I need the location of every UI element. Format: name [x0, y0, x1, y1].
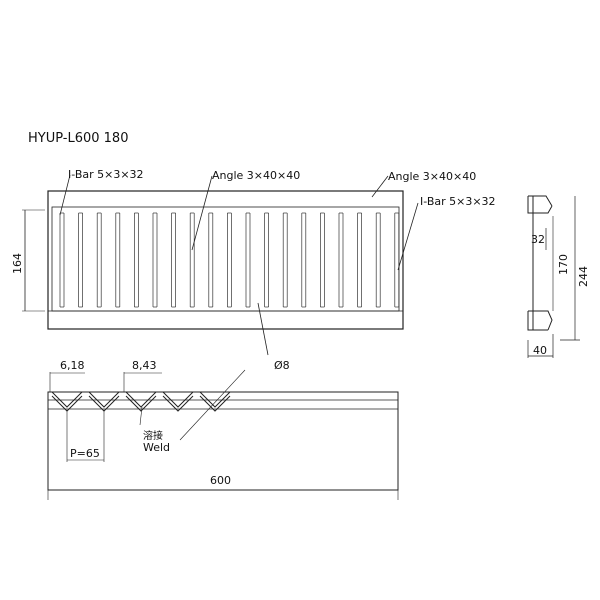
- leader-detail: [179, 369, 246, 441]
- zigzag-rod-segment: [125, 391, 157, 408]
- side-section: [527, 195, 580, 358]
- label-rod-diameter: Ø8: [274, 359, 290, 372]
- section-bottom-angle: [527, 310, 553, 331]
- dim-843-text: 8,43: [132, 359, 157, 372]
- plan-inner-frame: [51, 206, 400, 312]
- dim-170-text: 170: [557, 254, 570, 275]
- drawing-title: HYUP-L600 180: [28, 131, 128, 146]
- section-top-angle: [527, 195, 553, 214]
- dim-164-text: 164: [11, 253, 24, 274]
- detail-frame: [47, 391, 399, 491]
- leader-ibar-right: [397, 202, 419, 271]
- leader-angle-mid: [191, 175, 213, 251]
- zigzag-rods: [51, 391, 231, 412]
- leader-weld: [139, 406, 143, 426]
- dim-244-text: 244: [577, 266, 590, 287]
- zigzag-rod-segment: [51, 391, 83, 408]
- zigzag-rod-segment: [125, 395, 157, 412]
- label-angle-mid: Angle 3×40×40: [212, 169, 300, 182]
- label-weld-jp: 溶接: [143, 429, 163, 442]
- zigzag-rod-segment: [162, 391, 194, 408]
- detail-view: [47, 369, 399, 500]
- dim-pitch-text: P=65: [70, 447, 100, 460]
- zigzag-rod-segment: [199, 395, 231, 412]
- bearing-bars: [59, 212, 400, 308]
- zigzag-rod-segment: [88, 391, 120, 408]
- zigzag-rod-segment: [162, 395, 194, 412]
- zigzag-rod-segment: [199, 391, 231, 408]
- plan-outer-frame: [47, 190, 404, 330]
- dim-32-text: 32: [531, 233, 545, 246]
- label-angle-right: Angle 3×40×40: [388, 170, 476, 183]
- leader-ibar-left: [59, 174, 71, 216]
- plan-view: [22, 174, 419, 356]
- dim-600-text: 600: [210, 474, 231, 487]
- dim-618-text: 6,18: [60, 359, 85, 372]
- dim-40-text: 40: [533, 344, 547, 357]
- label-ibar-left: I-Bar 5×3×32: [68, 168, 144, 181]
- leader-rod: [257, 302, 269, 356]
- label-ibar-right: I-Bar 5×3×32: [420, 195, 496, 208]
- leader-angle-right: [371, 175, 389, 198]
- label-weld-en: Weld: [143, 441, 170, 454]
